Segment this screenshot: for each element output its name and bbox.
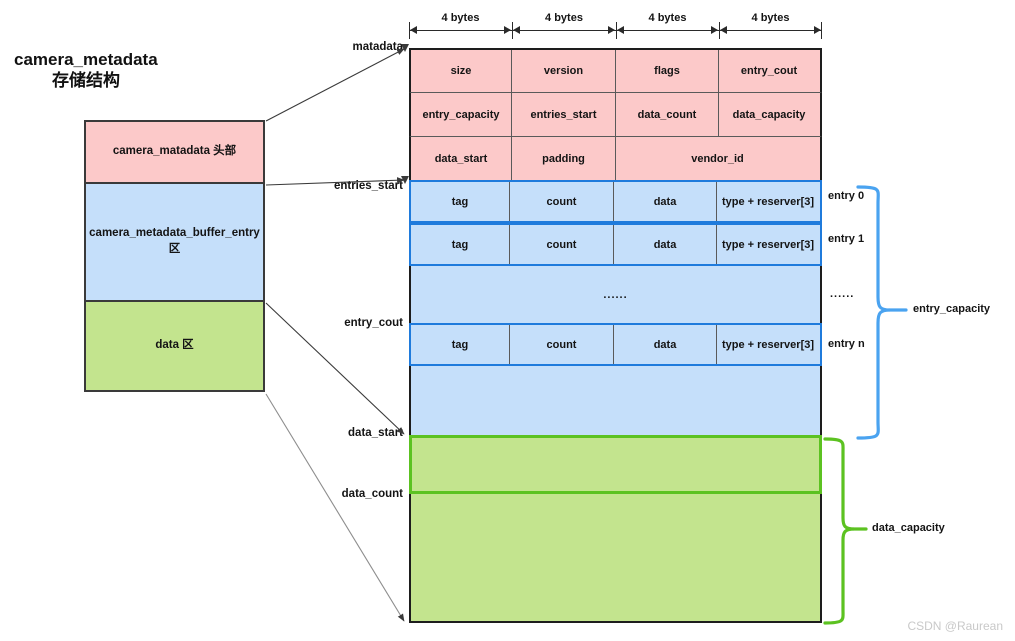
cell-data-count: data_count: [616, 93, 719, 136]
left-block-data: data 区: [84, 302, 265, 392]
header-row-1: size version flags entry_cout: [409, 48, 822, 92]
ruler-arrow-right-icon: [814, 25, 821, 34]
entry-free-space: [409, 366, 822, 435]
header-row-3: data_start padding vendor_id: [409, 136, 822, 180]
cell-entries-start: entries_start: [512, 93, 616, 136]
cell-vendor-id: vendor_id: [691, 152, 744, 165]
pointer-label-entry-cout: entry_cout: [344, 317, 403, 329]
data-free-space: [409, 494, 822, 623]
entry-side-label-ellipsis: ......: [830, 288, 855, 300]
watermark: CSDN @Raurean: [907, 619, 1003, 633]
pointer-label-data-count: data_count: [341, 488, 403, 500]
left-block-entry-label-line1: camera_metadata_buffer_entry: [89, 227, 260, 240]
entry-side-label-n: entry n: [828, 338, 865, 350]
ruler-tick: [821, 22, 822, 39]
byte-width-ruler: 4 bytes 4 bytes 4 bytes 4 bytes: [409, 12, 822, 46]
entry0-cell-data: data: [614, 182, 717, 221]
left-block-entry-label-line2: 区: [168, 243, 181, 255]
left-block-header-label: camera_matadata 头部: [112, 145, 237, 158]
data-used-block: [409, 435, 822, 494]
ruler-arrow-left-icon: [513, 25, 520, 34]
entry0-cell-count: count: [510, 182, 614, 221]
page-title-line1: camera_metadata: [14, 50, 158, 69]
entry-row-ellipsis: ......: [409, 266, 822, 323]
ruler-arrow-right-icon: [608, 25, 615, 34]
ruler-label-1: 4 bytes: [441, 12, 480, 24]
entry-ellipsis-label: ......: [603, 288, 628, 301]
entryn-cell-count: count: [510, 325, 614, 364]
left-block-header: camera_matadata 头部: [84, 120, 265, 184]
entry-row-1: tag count data type + reserver[3]: [409, 223, 822, 266]
entryn-cell-data: data: [614, 325, 717, 364]
left-block-entry-label: camera_metadata_buffer_entry 区: [89, 226, 260, 257]
entryn-cell-tag: tag: [411, 325, 510, 364]
cell-padding: padding: [512, 137, 616, 180]
entry-row-0: tag count data type + reserver[3]: [409, 180, 822, 223]
ruler-arrow-left-icon: [720, 25, 727, 34]
left-block-entry: camera_metadata_buffer_entry 区: [84, 184, 265, 302]
ruler-label-2: 4 bytes: [545, 12, 583, 24]
entryn-cell-type: type + reserver[3]: [721, 338, 815, 351]
cell-entry-cout: entry_cout: [740, 65, 798, 77]
cell-size: size: [411, 50, 512, 92]
brace-label-entry-capacity: entry_capacity: [913, 303, 991, 315]
entry1-cell-data: data: [614, 225, 717, 264]
ruler-arrow-left-icon: [617, 25, 624, 34]
memory-layout-table: size version flags entry_cout entry_capa…: [409, 48, 822, 623]
ruler-arrow-right-icon: [711, 25, 718, 34]
entry1-cell-tag: tag: [411, 225, 510, 264]
ruler-line: [616, 30, 719, 31]
ruler-line: [512, 30, 616, 31]
ruler-arrow-right-icon: [504, 25, 511, 34]
left-block-data-label: data 区: [155, 339, 194, 352]
brace-entry-capacity: [856, 185, 891, 440]
entry1-cell-count: count: [510, 225, 614, 264]
pointer-label-entries-start: entries_start: [333, 180, 403, 192]
brace-label-data-capacity: data_capacity: [872, 522, 945, 534]
cell-data-start: data_start: [411, 137, 512, 180]
ruler-label-4: 4 bytes: [751, 12, 790, 24]
ruler-label-3: 4 bytes: [648, 12, 687, 24]
cell-flags: flags: [616, 50, 719, 92]
entry0-cell-tag: tag: [411, 182, 510, 221]
page-title-line2: 存储结构: [52, 70, 120, 90]
entry-side-label-0: entry 0: [828, 190, 865, 202]
ruler-line: [719, 30, 822, 31]
header-row-2: entry_capacity entries_start data_count …: [409, 92, 822, 136]
ruler-arrow-left-icon: [410, 25, 417, 34]
entry-side-label-1: entry 1: [828, 233, 865, 245]
brace-data-capacity: [823, 437, 855, 625]
cell-entry-capacity: entry_capacity: [411, 93, 512, 136]
pointer-label-data-start: data_start: [348, 427, 403, 439]
pointer-label-matadata: matadata: [352, 41, 404, 53]
entry1-cell-type: type + reserver[3]: [721, 238, 815, 251]
cell-data-capacity: data_capacity: [732, 108, 806, 121]
entry-row-n: tag count data type + reserver[3]: [409, 323, 822, 366]
entry0-cell-type: type + reserver[3]: [721, 195, 815, 208]
cell-version: version: [512, 50, 616, 92]
ruler-line: [409, 30, 512, 31]
page-title: camera_metadata 存储结构: [14, 50, 294, 91]
